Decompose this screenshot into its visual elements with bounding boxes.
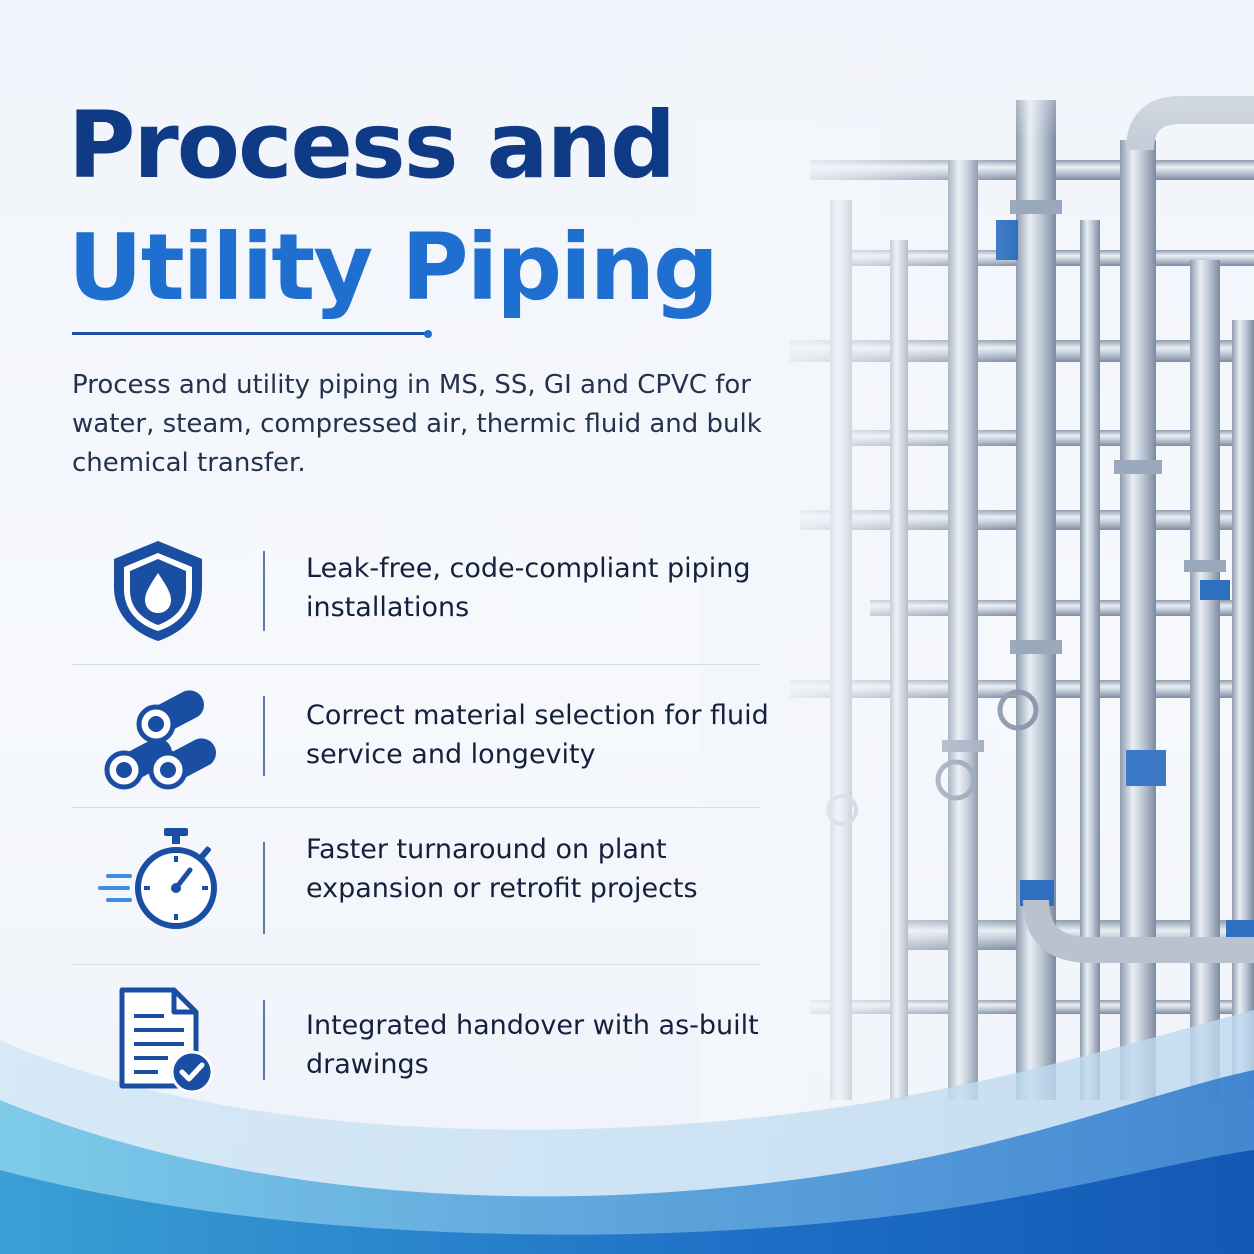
feature-separator xyxy=(263,1000,265,1080)
feature-text: Faster turnaround on plant expansion or … xyxy=(306,834,698,904)
feature-divider xyxy=(72,807,760,808)
title-underline-dot xyxy=(424,330,432,338)
shield-water-drop-icon xyxy=(114,541,202,641)
title-underline xyxy=(72,332,426,335)
stacked-pipes-icon xyxy=(104,690,216,790)
page-title-line-1: Process and xyxy=(68,92,676,199)
stopwatch-icon xyxy=(98,828,217,929)
document-check-icon xyxy=(119,987,214,1094)
feature-text: Leak-free, code-compliant piping install… xyxy=(306,553,751,623)
feature-separator xyxy=(263,551,265,631)
page-title-line-2: Utility Piping xyxy=(68,214,719,321)
feature-separator xyxy=(263,696,265,776)
feature-divider xyxy=(72,664,760,665)
image-fade-top-overlay xyxy=(700,0,1254,140)
feature-text: Correct material selection for fluid ser… xyxy=(306,700,769,770)
intro-paragraph: Process and utility piping in MS, SS, GI… xyxy=(72,370,762,478)
decorative-waves xyxy=(0,1010,1254,1254)
feature-text: Integrated handover with as-built drawin… xyxy=(306,1010,759,1080)
feature-separator xyxy=(263,842,265,934)
image-fade-overlay xyxy=(700,0,1020,1254)
feature-divider xyxy=(72,964,760,965)
